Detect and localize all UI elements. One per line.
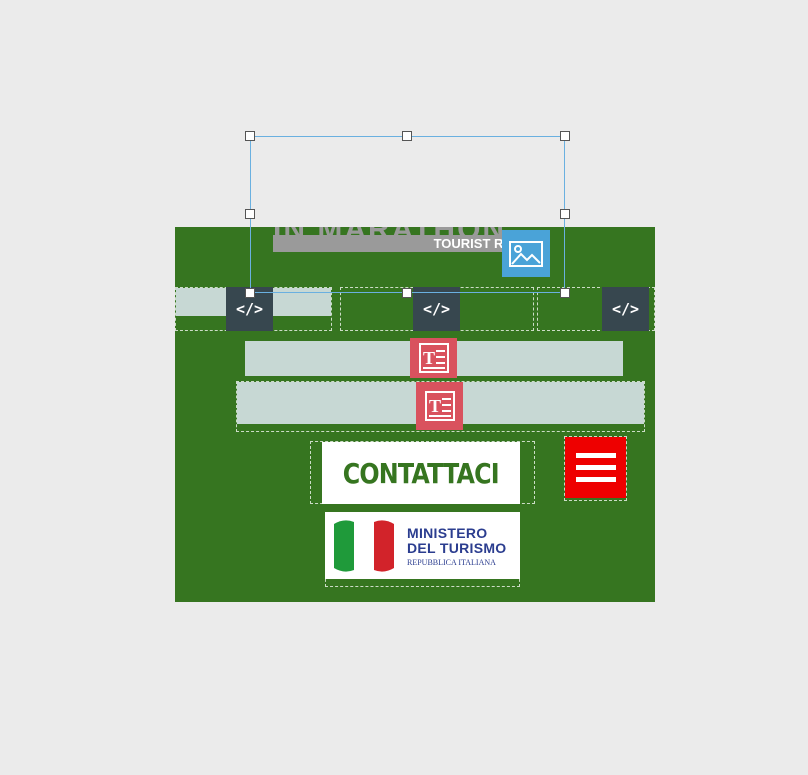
text-widget-icon: T (418, 343, 449, 373)
resize-handle-bottom-right[interactable] (560, 288, 570, 298)
resize-handle-middle-left[interactable] (245, 209, 255, 219)
resize-handle-bottom-center[interactable] (402, 288, 412, 298)
contact-button[interactable]: CONTATTACI (322, 442, 520, 504)
code-icon: </> (422, 300, 451, 318)
ministry-logo[interactable]: MINISTERO DEL TURISMO REPUBBLICA ITALIAN… (325, 512, 520, 579)
ministry-subtitle: REPUBBLICA ITALIANA (407, 558, 496, 567)
italian-flag-icon (334, 520, 394, 572)
ministry-name-line1: MINISTERO (407, 525, 488, 541)
menu-frame (564, 436, 627, 501)
menu-bar (575, 453, 616, 458)
resize-handle-top-left[interactable] (245, 131, 255, 141)
resize-handle-bottom-left[interactable] (245, 288, 255, 298)
code-widget-3[interactable]: </> (602, 287, 649, 331)
hamburger-menu-button[interactable] (565, 437, 626, 498)
code-icon: </> (611, 300, 640, 318)
resize-handle-top-center[interactable] (402, 131, 412, 141)
image-widget-button[interactable] (502, 230, 550, 277)
ministry-name-line2: DEL TURISMO (407, 540, 507, 556)
code-widget-2[interactable]: </> (413, 287, 460, 331)
text-widget-icon: T (424, 391, 455, 421)
image-icon (509, 240, 543, 267)
page-canvas: IN MARATHON TOURIST RI </> </> </> T T (175, 227, 655, 602)
resize-handle-middle-right[interactable] (560, 209, 570, 219)
contact-label: CONTATTACI (342, 456, 500, 490)
text-widget-2[interactable]: T (416, 382, 463, 430)
resize-handle-top-right[interactable] (560, 131, 570, 141)
menu-bar (575, 477, 616, 482)
site-tagline: TOURIST RI (273, 235, 513, 252)
code-block-right[interactable] (537, 287, 655, 331)
text-widget-1[interactable]: T (410, 338, 457, 378)
menu-bar (575, 465, 616, 470)
code-icon: </> (235, 300, 264, 318)
svg-text:T: T (423, 348, 435, 368)
svg-text:T: T (429, 396, 441, 416)
